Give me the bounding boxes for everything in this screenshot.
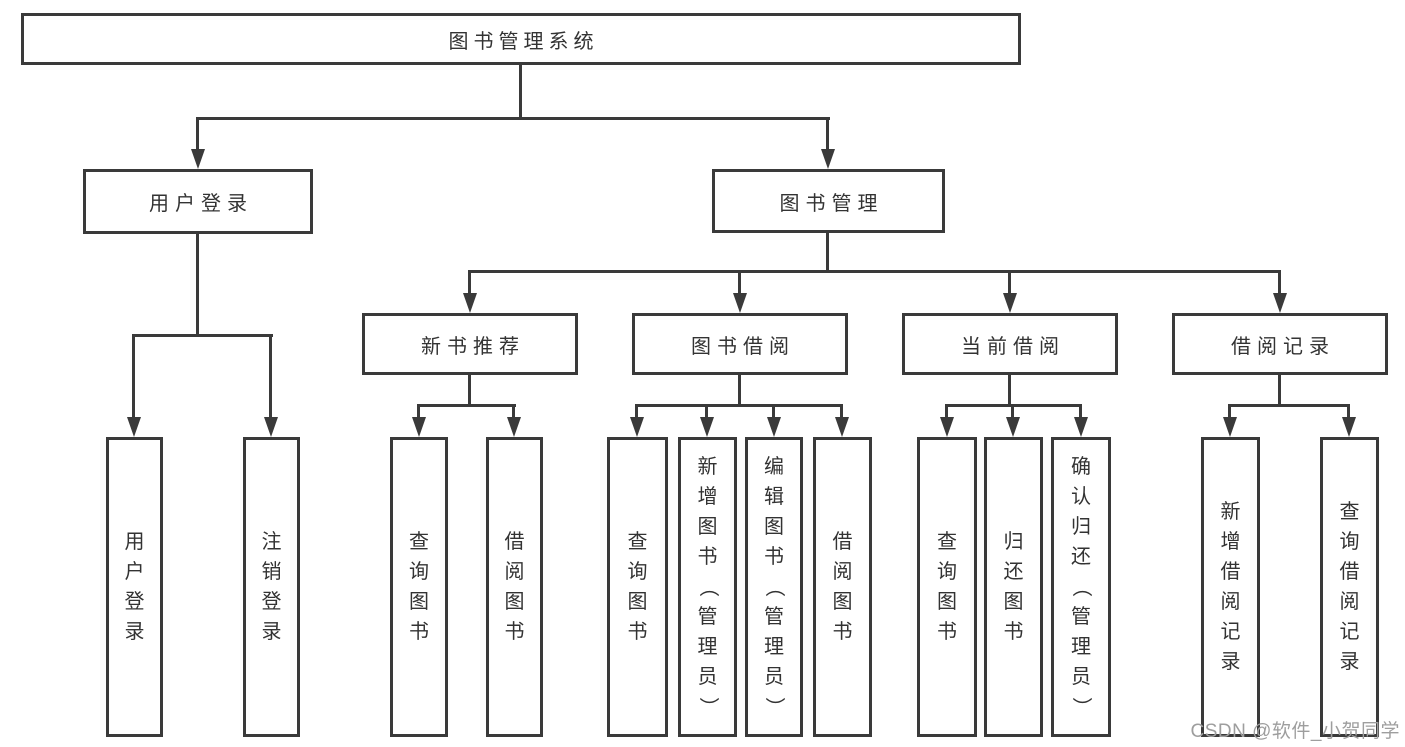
connector-stem-leaf: [512, 404, 515, 419]
leaf-logout-label: 注销登录: [261, 531, 282, 643]
connector-new-book-trunk: [468, 373, 471, 407]
connector-stem-book-mgmt: [826, 117, 829, 151]
arrowhead-down-icon: [1006, 417, 1020, 437]
leaf-query-book-2-label: 查询图书: [627, 531, 648, 643]
connector-stem-leaf: [1347, 404, 1350, 419]
connector-new-book-bar: [417, 404, 516, 407]
connector-stem-leaf: [132, 334, 135, 419]
connector-stem-leaf: [705, 404, 708, 419]
connector-stem-leaf: [1079, 404, 1082, 419]
leaf-query-borrow-record: 查询借阅记录: [1320, 437, 1379, 737]
node-borrow-records: 借阅记录: [1172, 313, 1388, 375]
leaf-borrow-book-2-label: 借阅图书: [832, 531, 853, 643]
leaf-add-book-label: 新增图书（管理员）: [696, 456, 719, 717]
leaf-query-borrow-record-label: 查询借阅记录: [1339, 501, 1360, 673]
arrowhead-down-icon: [463, 293, 477, 313]
node-borrow-records-label: 借阅记录: [1231, 335, 1335, 358]
connector-stem-new-book: [468, 270, 471, 295]
arrowhead-down-icon: [1273, 293, 1287, 313]
arrowhead-down-icon: [733, 293, 747, 313]
connector-stem-leaf: [635, 404, 638, 419]
arrowhead-down-icon: [1342, 417, 1356, 437]
arrowhead-down-icon: [821, 149, 835, 169]
node-book-mgmt-label: 图书管理: [779, 192, 884, 215]
node-book-mgmt: 图书管理: [712, 169, 945, 233]
arrowhead-down-icon: [1074, 417, 1088, 437]
leaf-user-login: 用户登录: [106, 437, 163, 737]
leaf-return-book: 归还图书: [984, 437, 1043, 737]
connector-stem-leaf: [269, 334, 272, 419]
connector-current-borrow-trunk: [1008, 373, 1011, 407]
node-root: 图书管理系统: [21, 13, 1021, 65]
connector-book-mgmt-bar: [468, 270, 1281, 273]
leaf-add-book: 新增图书（管理员）: [678, 437, 737, 737]
node-book-borrow: 图书借阅: [632, 313, 848, 375]
leaf-edit-book-label: 编辑图书（管理员）: [763, 456, 785, 717]
arrowhead-down-icon: [1223, 417, 1237, 437]
node-current-borrow-label: 当前借阅: [961, 335, 1065, 358]
arrowhead-down-icon: [630, 417, 644, 437]
connector-book-mgmt-trunk: [826, 230, 829, 273]
csdn-watermark: CSDN @软件_小贺同学: [1190, 721, 1400, 742]
arrowhead-down-icon: [412, 417, 426, 437]
arrowhead-down-icon: [191, 149, 205, 169]
arrowhead-down-icon: [700, 417, 714, 437]
leaf-query-book-2: 查询图书: [607, 437, 668, 737]
connector-stem-borrow-records: [1278, 270, 1281, 295]
arrowhead-down-icon: [767, 417, 781, 437]
leaf-logout: 注销登录: [243, 437, 300, 737]
connector-stem-leaf: [417, 404, 420, 419]
connector-book-borrow-trunk: [738, 373, 741, 407]
arrowhead-down-icon: [1003, 293, 1017, 313]
node-user-login-label: 用户登录: [149, 193, 253, 215]
arrowhead-down-icon: [835, 417, 849, 437]
connector-stem-leaf: [1011, 404, 1014, 419]
leaf-borrow-book-1: 借阅图书: [486, 437, 543, 737]
connector-stem-book-borrow: [738, 270, 741, 295]
connector-stem-current-borrow: [1008, 270, 1011, 295]
connector-user-login-bar: [132, 334, 273, 337]
connector-stem-user-login: [196, 117, 199, 151]
leaf-query-book-1: 查询图书: [390, 437, 448, 737]
connector-stem-leaf: [840, 404, 843, 419]
node-new-book-rec-label: 新书推荐: [421, 335, 525, 358]
arrowhead-down-icon: [264, 417, 278, 437]
connector-stem-leaf: [772, 404, 775, 419]
node-current-borrow: 当前借阅: [902, 313, 1118, 375]
leaf-confirm-return-label: 确认归还（管理员）: [1070, 456, 1092, 717]
leaf-query-book-1-label: 查询图书: [409, 531, 429, 643]
leaf-query-book-3-label: 查询图书: [937, 531, 957, 643]
arrowhead-down-icon: [507, 417, 521, 437]
connector-stem-leaf: [1228, 404, 1231, 419]
leaf-return-book-label: 归还图书: [1003, 531, 1024, 643]
connector-user-login-trunk: [196, 231, 199, 335]
connector-book-borrow-bar: [635, 404, 843, 407]
leaf-confirm-return: 确认归还（管理员）: [1051, 437, 1111, 737]
connector-root-trunk: [519, 65, 522, 118]
arrowhead-down-icon: [940, 417, 954, 437]
leaf-edit-book: 编辑图书（管理员）: [745, 437, 803, 737]
node-new-book-rec: 新书推荐: [362, 313, 578, 375]
leaf-add-borrow-record: 新增借阅记录: [1201, 437, 1260, 737]
arrowhead-down-icon: [127, 417, 141, 437]
leaf-borrow-book-2: 借阅图书: [813, 437, 872, 737]
leaf-query-book-3: 查询图书: [917, 437, 977, 737]
connector-root-bar: [196, 117, 830, 120]
connector-borrow-records-bar: [1228, 404, 1350, 407]
node-book-borrow-label: 图书借阅: [691, 335, 795, 358]
node-user-login: 用户登录: [83, 169, 313, 234]
leaf-user-login-label: 用户登录: [124, 531, 145, 643]
node-root-label: 图书管理系统: [448, 30, 599, 53]
connector-borrow-records-trunk: [1278, 373, 1281, 407]
leaf-borrow-book-1-label: 借阅图书: [504, 531, 525, 643]
connector-stem-leaf: [945, 404, 948, 419]
leaf-add-borrow-record-label: 新增借阅记录: [1220, 501, 1241, 673]
